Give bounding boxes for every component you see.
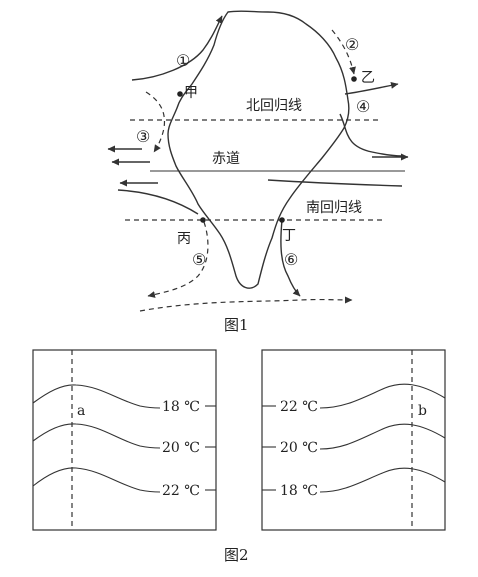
label-current-3: ③ — [136, 127, 150, 146]
point-jia-dot — [177, 91, 183, 97]
current-east-lower — [267, 179, 403, 187]
label-jia: 甲 — [184, 85, 198, 101]
isotherm-a-20 — [32, 423, 161, 449]
current-west-lower — [117, 189, 199, 215]
southern-drift-current — [139, 296, 353, 312]
label-b-18: 18 ℃ — [280, 483, 318, 499]
current-4 — [344, 81, 399, 95]
label-a-20: 20 ℃ — [162, 440, 200, 456]
isotherm-b-18 — [319, 467, 446, 493]
point-ding-dot — [279, 217, 285, 223]
panel-b: b 22 ℃ 20 ℃ 18 ℃ — [261, 349, 446, 531]
panel-a: a 18 ℃ 20 ℃ 22 ℃ — [32, 349, 217, 531]
label-tropic-north: 北回归线 — [246, 97, 302, 114]
continent-outline — [167, 10, 350, 289]
figure1: 甲 乙 丙 丁 北回归线 赤道 南回归线 ① ② ③ ④ ⑤ ⑥ 图1 — [107, 10, 409, 334]
point-bing-dot — [200, 217, 206, 223]
label-b: b — [418, 403, 427, 419]
label-ding: 丁 — [282, 228, 296, 244]
label-b-22: 22 ℃ — [280, 399, 318, 415]
label-current-1: ① — [176, 51, 190, 70]
panel-b-frame — [261, 349, 446, 531]
current-east-upper — [339, 113, 403, 157]
panel-a-frame — [32, 349, 217, 531]
isotherm-b-22 — [319, 383, 446, 409]
point-yi-dot — [351, 76, 357, 82]
figure2-caption: 图2 — [224, 546, 249, 564]
label-a-18: 18 ℃ — [162, 399, 200, 415]
label-tropic-south: 南回归线 — [306, 199, 362, 216]
figure2: a 18 ℃ 20 ℃ 22 ℃ b 22 ℃ 20 ℃ 18 ℃ 图2 — [32, 349, 446, 564]
label-yi: 乙 — [361, 70, 375, 86]
current-6 — [280, 219, 301, 297]
current-2 — [331, 29, 356, 75]
isotherm-a-18 — [32, 384, 161, 409]
label-bing: 丙 — [177, 231, 191, 247]
label-current-2: ② — [345, 35, 359, 54]
label-current-5: ⑤ — [192, 250, 206, 269]
label-b-20: 20 ℃ — [280, 440, 318, 456]
label-a-22: 22 ℃ — [162, 483, 200, 499]
current-5 — [147, 221, 209, 298]
current-1 — [131, 15, 223, 81]
label-current-6: ⑥ — [284, 250, 298, 269]
figure1-caption: 图1 — [224, 316, 249, 334]
isotherm-b-20 — [319, 423, 446, 450]
label-equator: 赤道 — [212, 151, 240, 167]
label-current-4: ④ — [356, 97, 370, 116]
label-a: a — [77, 403, 85, 419]
isotherm-a-22 — [32, 467, 161, 493]
